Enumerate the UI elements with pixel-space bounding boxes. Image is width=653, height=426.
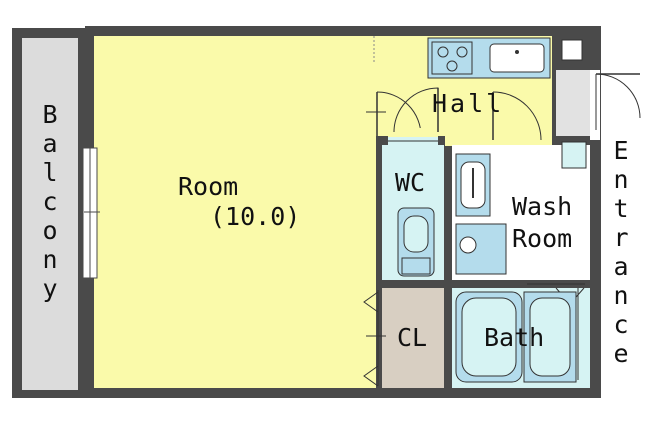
hall-label: Hall	[432, 89, 505, 118]
balcony-area	[12, 28, 86, 398]
shoe-cabinet	[561, 141, 587, 169]
basin-icon	[455, 153, 491, 217]
window-icon	[82, 147, 100, 279]
kitchen-sink-icon	[489, 43, 545, 73]
room-label: Room	[178, 172, 239, 201]
genkan-floor	[556, 70, 590, 136]
door-swing-icon	[363, 290, 379, 387]
toilet-icon	[397, 207, 435, 277]
stove-icon	[431, 41, 473, 75]
bath-label: Bath	[484, 323, 545, 352]
main-room-floor	[94, 36, 376, 388]
wash-room-label-line2: Room	[512, 224, 573, 253]
kitchen-counter	[427, 37, 583, 79]
washer-icon	[455, 223, 507, 275]
door-swing-icon	[492, 91, 548, 145]
balcony-label: B a l c o n y	[42, 100, 58, 303]
closet-label: CL	[397, 323, 428, 352]
entrance-label: E n t r a n c e	[613, 136, 629, 368]
wash-room-label-line1: Wash	[512, 192, 573, 221]
closet-floor	[382, 288, 444, 388]
room-area-label: (10.0)	[210, 202, 301, 231]
bathtub-icon	[455, 291, 577, 383]
door-swing-icon	[388, 87, 439, 137]
door-swing-icon	[590, 70, 641, 140]
wc-label: WC	[395, 168, 426, 197]
